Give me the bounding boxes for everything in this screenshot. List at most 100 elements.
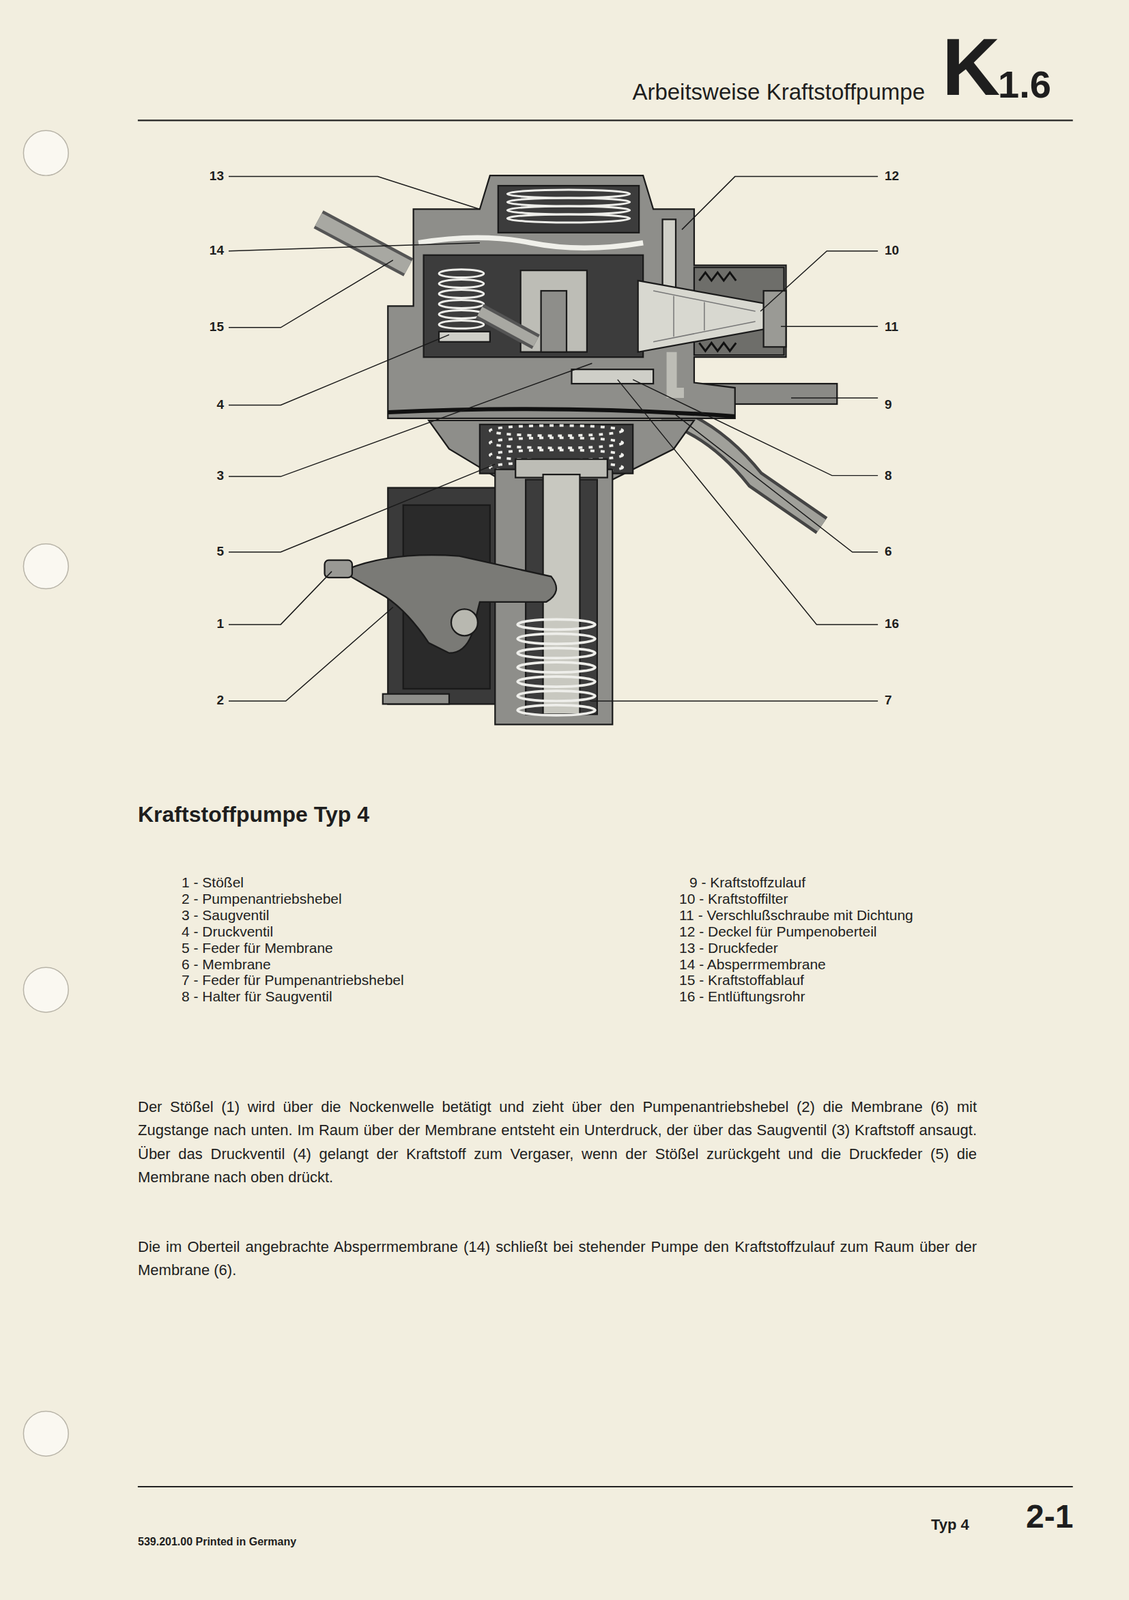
spring-chamber [498, 185, 639, 233]
parts-list-item: 7 - Feder für Pumpenantriebshebel [181, 972, 405, 988]
leader-line [228, 571, 332, 625]
spring-coil [517, 690, 596, 702]
leader-line [780, 326, 878, 327]
spring-coil [438, 279, 484, 289]
parts-list-item: 6 - Membrane [181, 956, 271, 973]
spring-coil [517, 705, 596, 716]
spring-coil [438, 269, 484, 278]
leader-line [760, 251, 878, 312]
membrane [387, 408, 735, 417]
parts-list-item: 8 - Halter für Saugventil [181, 988, 333, 1005]
callout-number: 14 [209, 243, 224, 259]
valve-spring [438, 269, 484, 330]
spring-coil [517, 619, 596, 630]
section-letter: K [941, 23, 1000, 112]
callout-number: 12 [884, 169, 899, 184]
callout-number: 4 [216, 397, 224, 413]
parts-list-item: 11 - Verschlußschraube mit Dichtung [679, 907, 914, 923]
closing-screw [763, 290, 787, 347]
leader-line [617, 379, 878, 625]
shutoff-membrane [418, 237, 643, 248]
filter-mesh [653, 290, 756, 342]
outlet-pipe-inner [318, 219, 409, 267]
pressure-valve [438, 331, 491, 342]
spring-coil [507, 189, 630, 198]
spring-coil [438, 320, 484, 329]
callout-number: 6 [884, 544, 893, 560]
parts-list-item: 5 - Feder für Membrane [181, 939, 334, 956]
punch-holes [23, 130, 69, 1456]
header-rule [137, 119, 1074, 121]
spring-coil [507, 206, 630, 215]
spring-coil [517, 633, 596, 644]
outlet-pipe [318, 219, 409, 267]
callout-number: 8 [884, 468, 893, 484]
punch-hole [23, 544, 69, 590]
spring-coil [517, 647, 596, 659]
callout-number: 10 [884, 243, 899, 259]
callout-number: 9 [884, 397, 893, 413]
leader-line [228, 260, 394, 328]
print-code: 539.201.00 Printed in Germany [137, 1535, 297, 1549]
callout-number: 3 [216, 468, 224, 484]
spring-coil [517, 676, 596, 687]
pump-lever [341, 554, 557, 654]
page-type: Typ 4 [931, 1516, 970, 1534]
fuel-filter [638, 280, 768, 353]
leader-line [589, 700, 878, 702]
callout-number: 11 [884, 320, 899, 335]
callout-number: 15 [209, 320, 224, 335]
spring-coil [438, 290, 484, 299]
parts-list-item: 15 - Kraftstoffablauf [679, 972, 805, 988]
leader-lines [228, 176, 878, 702]
parts-list-item: 9 - Kraftstoffzulauf [689, 874, 806, 891]
callout-number: 2 [216, 693, 224, 708]
parts-list-item: 3 - Saugventil [181, 907, 269, 923]
parts-list-item: 13 - Druckfeder [679, 939, 779, 956]
parts-list-item: 10 - Kraftstoffilter [679, 890, 789, 907]
leader-line [632, 379, 878, 476]
callout-number: 7 [884, 693, 893, 708]
rules [137, 120, 1074, 1487]
inner-pipe-core [479, 311, 536, 342]
valve-chamber [423, 255, 644, 357]
valve-stem [541, 290, 567, 353]
leader-line [228, 243, 480, 252]
body-paragraph: Die im Oberteil angebrachte Absperrmembr… [137, 1235, 977, 1283]
leader-line [228, 606, 394, 702]
spring-coil [490, 425, 623, 436]
inner-pipe [479, 311, 536, 342]
spring-coil [438, 300, 484, 309]
callout-number: 16 [884, 617, 899, 632]
lever-spring [517, 619, 596, 716]
punch-hole [23, 1410, 69, 1456]
leader-line [228, 176, 480, 210]
inlet-bend [671, 352, 684, 394]
section-number: 1.6 [997, 63, 1052, 106]
valve-holder [571, 369, 654, 384]
housing-foot [382, 694, 450, 705]
spring-coil [507, 214, 630, 223]
leader-line [681, 176, 878, 231]
footer-rule [137, 1485, 1074, 1488]
pressure-spring [507, 189, 630, 223]
spring-coil [490, 437, 623, 448]
callout-number: 13 [209, 169, 224, 184]
lever-pivot [451, 608, 478, 636]
figure-heading: Kraftstoffpumpe Typ 4 [137, 802, 370, 827]
parts-list-item: 1 - Stößel [181, 874, 244, 891]
leader-line [228, 464, 495, 553]
parts-list-item: 4 - Druckventil [181, 923, 274, 940]
spring-coil [517, 662, 596, 673]
callout-number: 1 [216, 617, 224, 632]
body-paragraph: Der Stößel (1) wird über die Nockenwelle… [137, 1095, 977, 1190]
leader-line [673, 412, 878, 552]
leader-line [791, 397, 878, 398]
page-header: Arbeitsweise Kraftstoffpumpe [632, 79, 925, 105]
page-number: 2-1 [1025, 1498, 1074, 1536]
leader-line [228, 363, 592, 477]
lower-bowl [428, 420, 695, 480]
callout-number: 5 [216, 544, 224, 560]
upper-housing [387, 175, 786, 419]
